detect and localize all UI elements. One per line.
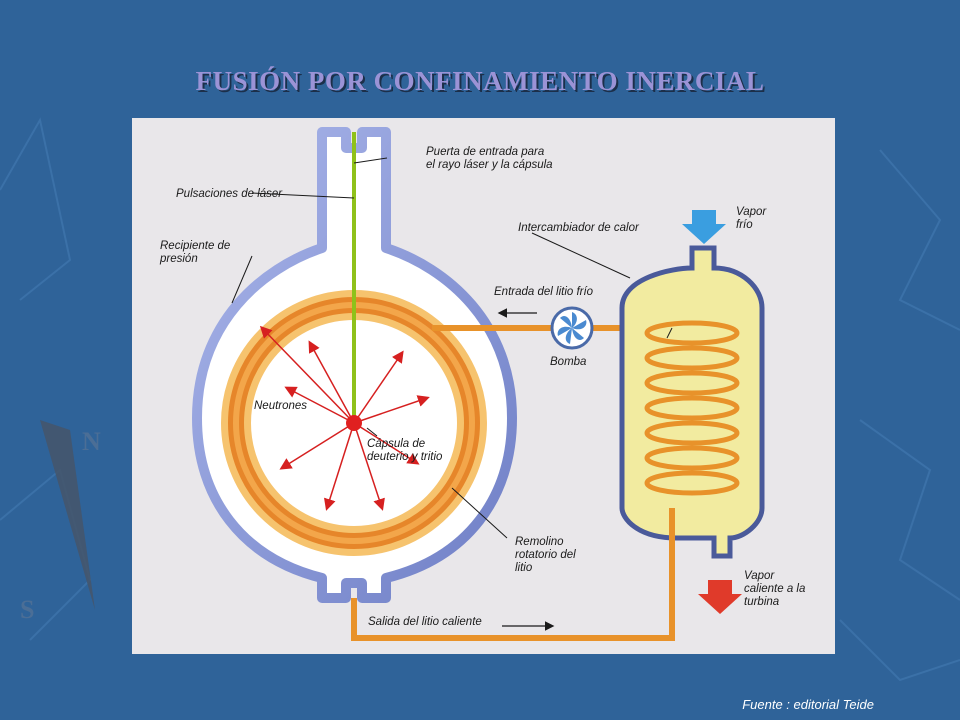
label-heat-exchanger: Intercambiador de calor [518,222,639,234]
label-pressure-vessel: Recipiente de presión [160,240,231,265]
leader-lines [231,157,673,539]
source-credit: Fuente : editorial Teide [742,697,874,712]
compass-icon: S N [20,420,101,624]
label-cold-steam: Vapor frío [736,206,767,231]
label-hot-lithium-outlet: Salida del litio caliente [368,616,482,628]
pump-fan-icon [550,306,594,350]
neutron-arrows [259,325,430,511]
label-hot-steam: Vapor caliente a la turbina [744,570,806,608]
label-neutrons: Neutrones [254,400,308,412]
heat-exchanger [619,210,765,614]
page-title: FUSIÓN POR CONFINAMIENTO INERCIAL [195,66,765,96]
label-lithium-swirl: Remolino rotatorio del litio [515,536,576,574]
label-capsule: Cápsula de deuterio y tritio [367,438,443,463]
capsule-dot [346,415,362,431]
svg-text:N: N [82,427,101,456]
label-entry-door: Puerta de entrada para el rayo láser y l… [426,146,553,171]
diagram-panel: Puerta de entrada para el rayo láser y l… [132,118,835,654]
label-cold-lithium-inlet: Entrada del litio frío [494,286,594,298]
svg-text:S: S [20,595,34,624]
label-laser-pulses: Pulsaciones de láser [176,188,283,200]
label-pump: Bomba [550,356,587,368]
lithium-outlet-pipe [351,508,675,641]
hot-steam-arrow-icon [698,580,742,614]
fusion-diagram [192,127,765,641]
cold-steam-arrow-icon [682,210,726,244]
